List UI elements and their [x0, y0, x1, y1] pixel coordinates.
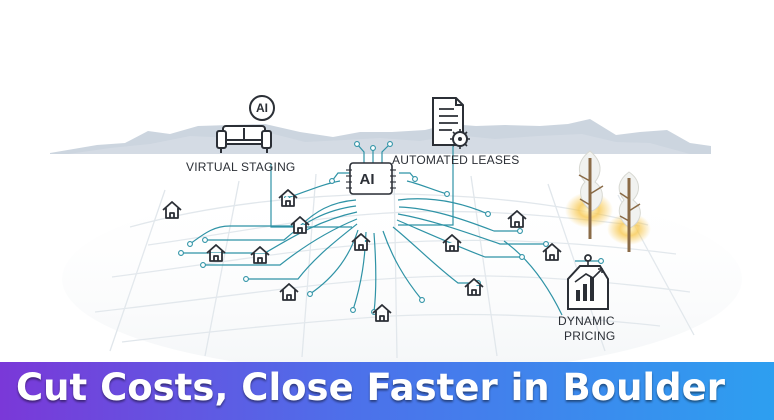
tree-icon [618, 171, 641, 252]
house-icon [162, 201, 182, 219]
house-icon [351, 233, 371, 251]
house-icon [278, 189, 298, 207]
automated-leases-label: AUTOMATED LEASES [392, 153, 520, 167]
house-icon [507, 210, 527, 228]
house-icon [372, 304, 392, 322]
tree-icon [578, 150, 604, 239]
dynamic-pricing-label-line-1: DYNAMIC [558, 314, 615, 328]
house-icon [442, 234, 462, 252]
circuit-connectors [181, 119, 601, 316]
house-icon [206, 244, 226, 262]
ai-chip [346, 162, 396, 195]
house-icon [542, 243, 562, 261]
house-icon [250, 246, 270, 264]
ai-badge-icon [249, 95, 275, 121]
mountain-range [50, 119, 711, 154]
virtual-staging-label: VIRTUAL STAGING [186, 160, 296, 174]
ai-chip-label: AI [359, 171, 375, 188]
sofa-icon [216, 125, 272, 153]
ai-badge-label: AI [256, 101, 268, 115]
virtual-staging-icon-group [216, 95, 275, 153]
banner-title: Cut Costs, Close Faster in Boulder [16, 366, 725, 409]
house-icon [464, 278, 484, 296]
price-tag-chart-icon [567, 254, 609, 310]
title-banner: Cut Costs, Close Faster in Boulder [0, 362, 774, 420]
house-icons [162, 189, 562, 322]
house-icon [290, 216, 310, 234]
dynamic-pricing-label-line-2: PRICING [564, 329, 616, 343]
map-shadow [62, 184, 742, 374]
house-icon [279, 283, 299, 301]
document-gear-icon [432, 97, 470, 149]
glowing-trees [565, 150, 651, 252]
circuit-node-dots [178, 141, 604, 315]
